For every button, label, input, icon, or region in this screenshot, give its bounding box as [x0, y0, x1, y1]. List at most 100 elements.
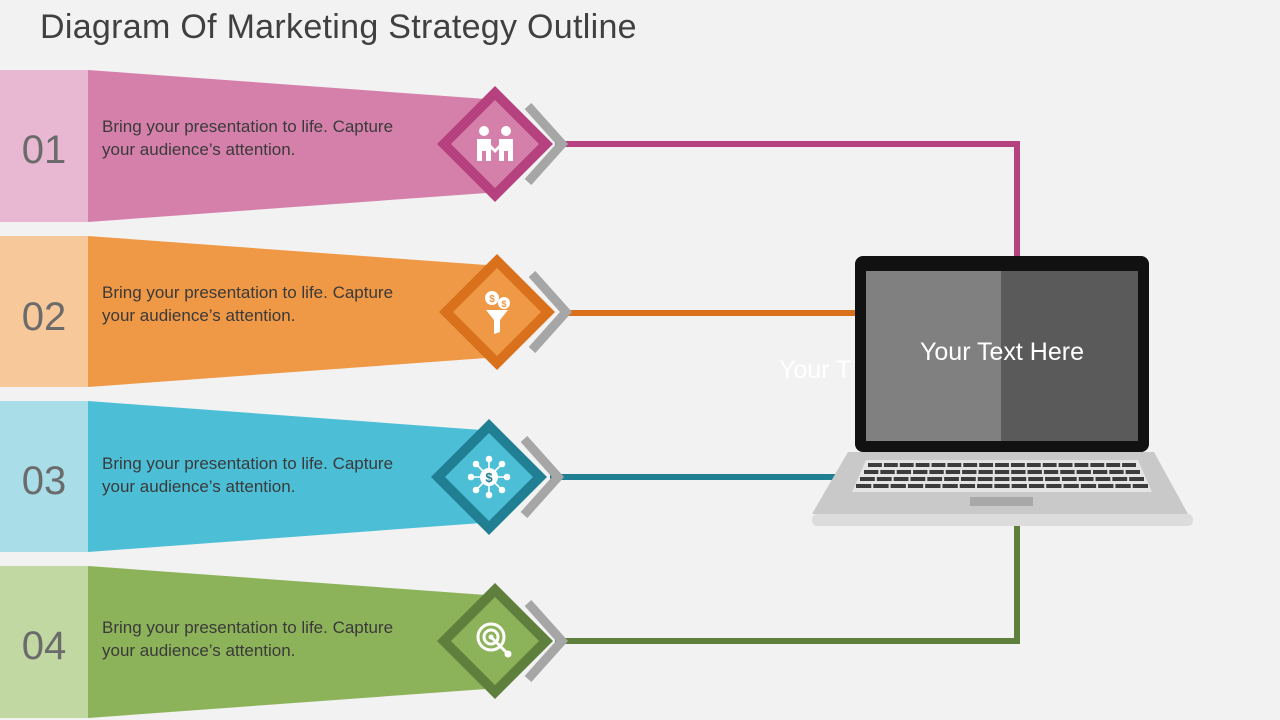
dollar-network-icon: $ — [467, 455, 511, 499]
laptop-screen-right — [1001, 271, 1138, 441]
connector-line-01 — [555, 141, 1020, 258]
keyboard-key — [1027, 470, 1042, 474]
keyboard-key — [1011, 484, 1027, 488]
keyboard-key — [1058, 463, 1073, 467]
keyboard-key — [927, 477, 943, 481]
keyboard-key — [1063, 484, 1079, 488]
laptop — [812, 256, 1193, 526]
keyboard-key — [1046, 484, 1062, 488]
row-04-number-block — [0, 566, 88, 718]
keyboard-key — [945, 470, 961, 474]
keyboard-key — [1080, 484, 1097, 488]
keyboard-key — [1010, 463, 1025, 467]
keyboard-key — [947, 463, 962, 467]
row-02-line1: Bring your presentation to life. Capture — [102, 283, 394, 302]
row-03-number-block — [0, 401, 88, 552]
keyboard-key — [931, 463, 946, 467]
row-03-line2: your audience’s attention. — [102, 477, 296, 496]
keyboard-key — [962, 470, 977, 474]
row-03-banner — [0, 401, 565, 552]
laptop-keys — [856, 463, 1148, 488]
keyboard-key — [896, 470, 912, 474]
keyboard-key — [1106, 463, 1121, 467]
keyboard-key — [1042, 463, 1057, 467]
keyboard-key — [1074, 463, 1089, 467]
keyboard-key — [979, 463, 994, 467]
row-03-description: Bring your presentation to life. Capture… — [102, 452, 442, 498]
keyboard-key — [1112, 477, 1128, 481]
keyboard-key — [1060, 470, 1075, 474]
svg-text:$: $ — [501, 299, 506, 309]
keyboard-key — [1132, 484, 1148, 488]
keyboard-key — [1011, 470, 1026, 474]
keyboard-key — [1026, 463, 1041, 467]
keyboard-key — [959, 484, 976, 488]
row-01-diamond-inner — [451, 100, 539, 188]
row-01-banner — [0, 70, 569, 222]
row-01-ribbon — [88, 70, 500, 222]
keyboard-key — [1125, 470, 1140, 474]
row-04-banner — [0, 566, 569, 718]
row-03-line1: Bring your presentation to life. Capture — [102, 454, 394, 473]
keyboard-key — [1028, 484, 1045, 488]
keyboard-key — [1078, 477, 1094, 481]
keyboard-key — [868, 463, 882, 467]
keyboard-key — [915, 463, 930, 467]
keyboard-key — [994, 484, 1010, 488]
keyboard-key — [1092, 470, 1108, 474]
keyboard-key — [995, 463, 1009, 467]
money-funnel-icon: $ $ — [485, 291, 510, 334]
row-02-number-block — [0, 236, 88, 387]
keyboard-key — [860, 477, 875, 481]
keyboard-key — [1129, 477, 1144, 481]
keyboard-key — [1095, 477, 1111, 481]
svg-text:$: $ — [485, 470, 493, 485]
keyboard-key — [994, 477, 1010, 481]
laptop-base-edge — [812, 514, 1193, 526]
keyboard-key — [944, 477, 959, 481]
row-04-chevron — [524, 599, 569, 683]
row-02-description: Bring your presentation to life. Capture… — [102, 281, 442, 327]
keyboard-key — [1115, 484, 1131, 488]
keyboard-key — [873, 484, 889, 488]
row-04-number: 04 — [21, 624, 67, 668]
row-02-line2: your audience’s attention. — [102, 306, 296, 325]
keyboard-key — [1011, 477, 1027, 481]
laptop-screen-left — [866, 271, 1002, 441]
keyboard-key — [876, 477, 892, 481]
keyboard-key — [1045, 477, 1060, 481]
keyboard-key — [978, 470, 993, 474]
handshake-people-icon — [477, 126, 513, 161]
row-03-number: 03 — [21, 459, 67, 503]
slide-title: Diagram Of Marketing Strategy Outline — [40, 8, 637, 46]
row-02-chevron — [528, 270, 573, 354]
keyboard-key — [960, 477, 976, 481]
row-04-ribbon — [88, 566, 500, 718]
row-03-chevron — [520, 435, 565, 519]
svg-text:$: $ — [489, 294, 495, 305]
keyboard-key — [856, 484, 872, 488]
keyboard-key — [1109, 470, 1124, 474]
row-02-ribbon — [88, 236, 500, 387]
keyboard-key — [890, 484, 906, 488]
keyboard-key — [977, 477, 993, 481]
keyboard-key — [977, 484, 993, 488]
laptop-screen-text: Your Text Here — [920, 338, 1084, 366]
keyboard-key — [1098, 484, 1114, 488]
keyboard-key — [925, 484, 941, 488]
keyboard-key — [963, 463, 978, 467]
keyboard-key — [883, 463, 898, 467]
row-01-chevron — [524, 102, 569, 186]
keyboard-key — [1028, 477, 1044, 481]
keyboard-key — [1061, 477, 1077, 481]
keyboard-key — [1090, 463, 1105, 467]
target-icon — [476, 622, 512, 658]
ghost-text: Your T — [779, 356, 852, 384]
keyboard-key — [1122, 463, 1136, 467]
row-04-description: Bring your presentation to life. Capture… — [102, 616, 442, 662]
row-03-ribbon — [88, 401, 495, 552]
keyboard-key — [899, 463, 914, 467]
connector-line-04 — [555, 526, 1020, 644]
row-04-line1: Bring your presentation to life. Capture — [102, 618, 394, 637]
